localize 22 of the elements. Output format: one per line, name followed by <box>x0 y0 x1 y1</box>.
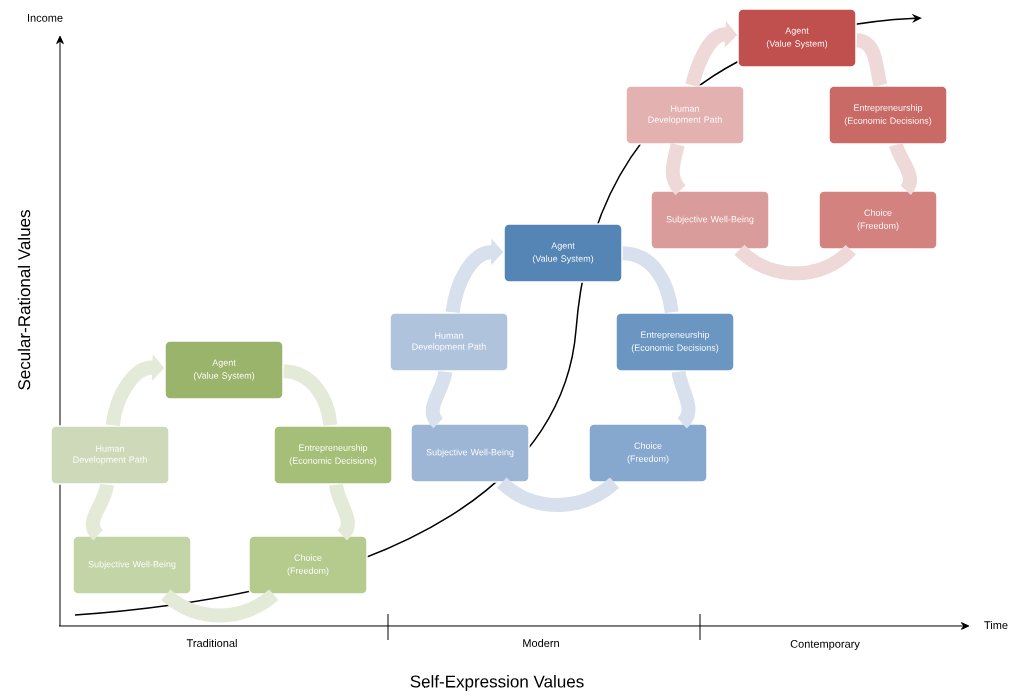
category-label: Contemporary <box>790 640 860 650</box>
process-box: Subjective Well-Being <box>72 535 192 595</box>
process-box: Human Development Path <box>625 85 745 145</box>
process-box: Agent (Value System) <box>503 223 623 283</box>
axis-label: Time <box>984 620 1008 630</box>
process-box: Subjective Well-Being <box>410 423 530 483</box>
axis-label: Income <box>28 14 63 22</box>
process-box: Entrepreneurship (Economic Decisions) <box>828 85 948 145</box>
process-box: Agent (Value System) <box>737 8 857 68</box>
process-box: Choice (Freedom) <box>818 190 938 250</box>
axis-label: Secular-Rational Values <box>17 210 31 390</box>
process-box: Human Development Path <box>389 312 509 372</box>
axis-label: Self-Expression Values <box>410 675 584 691</box>
process-box: Human Development Path <box>50 425 170 485</box>
process-box: Entrepreneurship (Economic Decisions) <box>615 312 735 372</box>
category-label: Modern <box>523 638 559 648</box>
process-box: Choice (Freedom) <box>588 423 708 483</box>
process-box: Agent (Value System) <box>164 340 284 400</box>
process-box: Entrepreneurship (Economic Decisions) <box>273 425 393 485</box>
process-box: Choice (Freedom) <box>248 535 368 595</box>
category-label: Traditional <box>186 638 237 648</box>
process-box: Subjective Well-Being <box>650 190 770 250</box>
